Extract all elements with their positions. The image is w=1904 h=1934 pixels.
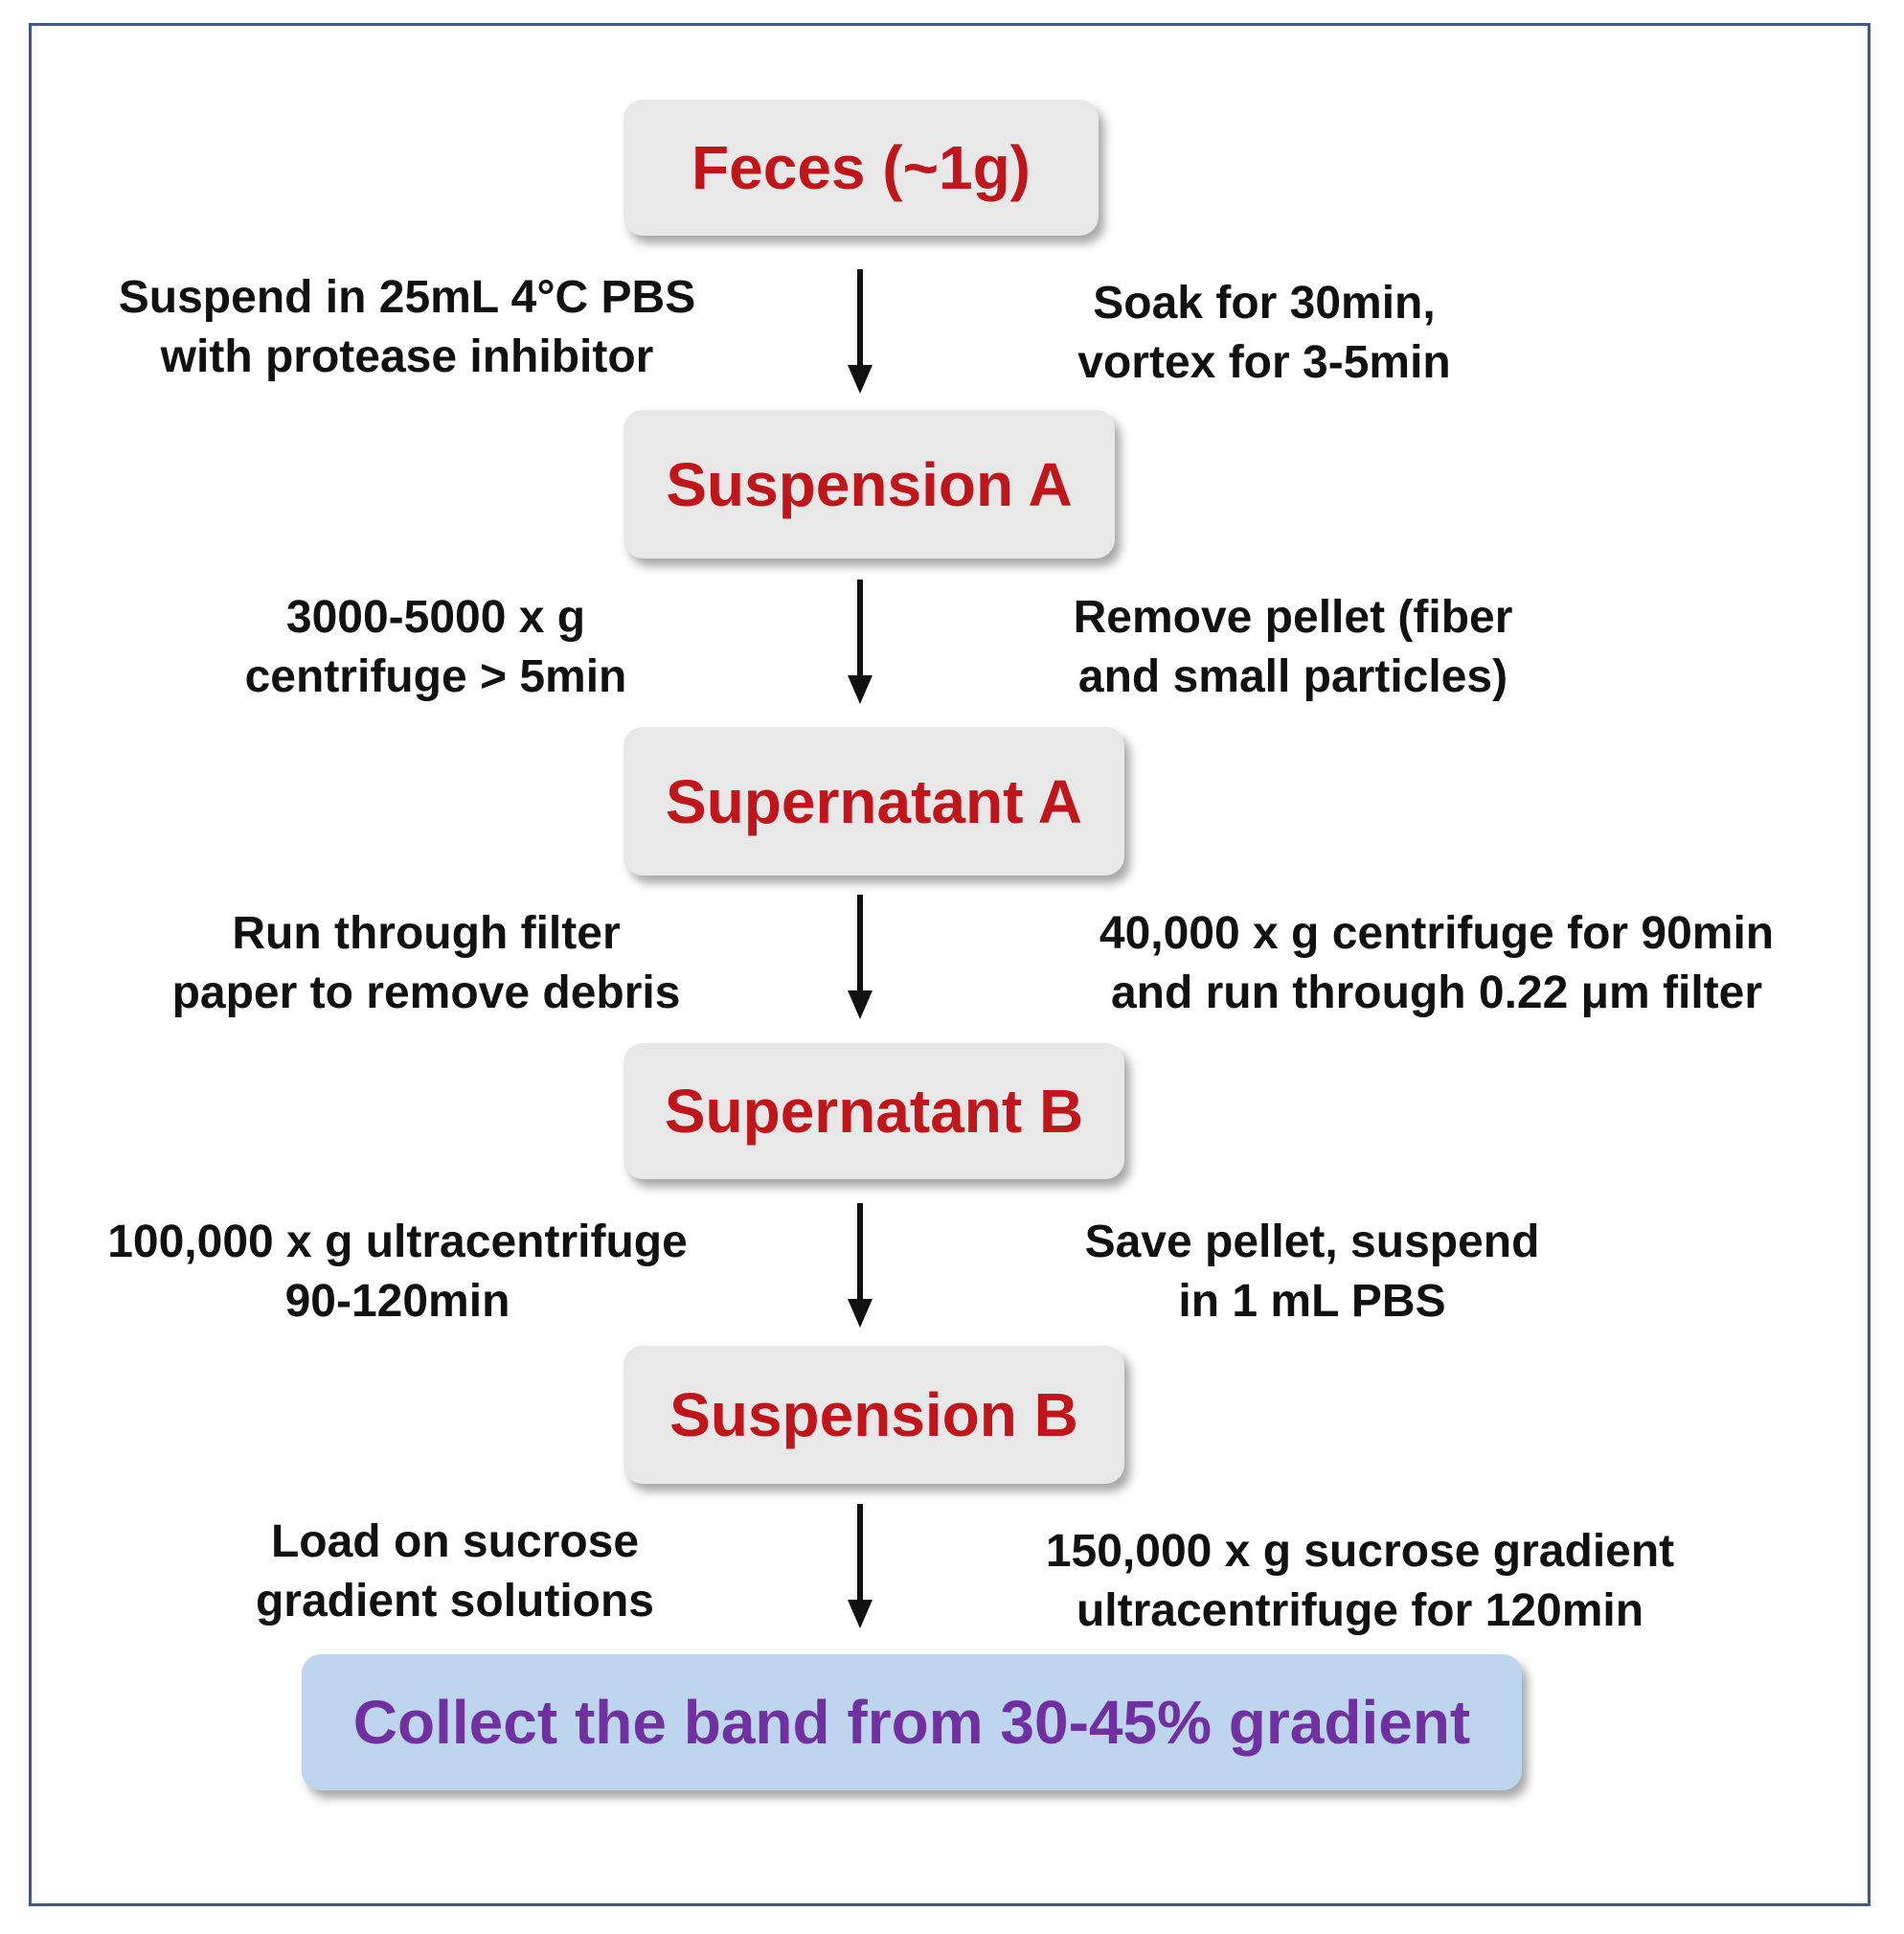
note-line: Soak for 30min,	[1093, 278, 1436, 329]
note-line: and run through 0.22 μm filter	[1110, 967, 1763, 1018]
step-1-left-note: Suspend in 25mL 4°C PBS with protease in…	[57, 268, 757, 387]
step-2-left-note: 3000-5000 x g centrifuge > 5min	[172, 588, 699, 707]
step-3-left-note: Run through filter paper to remove debri…	[105, 904, 747, 1023]
final-step-box: Collect the band from 30-45% gradient	[302, 1654, 1522, 1790]
step-4-left-note: 100,000 x g ultracentrifuge 90-120min	[57, 1213, 737, 1331]
note-line: 100,000 x g ultracentrifuge	[107, 1217, 688, 1267]
note-line: with protease inhibitor	[160, 331, 654, 382]
stage-supernatant-a: Supernatant A	[623, 727, 1124, 876]
note-line: Remove pellet (fiber	[1073, 592, 1513, 643]
stage-label: Supernatant A	[666, 766, 1082, 836]
step-1-right-note: Soak for 30min, vortex for 3-5min	[1006, 274, 1523, 393]
note-line: paper to remove debris	[171, 967, 681, 1018]
note-line: Suspend in 25mL 4°C PBS	[118, 272, 696, 323]
stage-supernatant-b: Supernatant B	[623, 1043, 1124, 1179]
stage-suspension-b: Suspension B	[623, 1346, 1124, 1484]
note-line: in 1 mL PBS	[1178, 1276, 1446, 1327]
down-arrow-icon	[848, 895, 873, 1019]
down-arrow-icon	[848, 1203, 873, 1328]
note-line: 90-120min	[284, 1276, 510, 1327]
stage-suspension-a: Suspension A	[623, 410, 1115, 558]
diagram-frame	[29, 23, 1870, 1906]
note-line: ultracentrifuge for 120min	[1076, 1585, 1644, 1636]
stage-label: Feces (~1g)	[691, 133, 1031, 202]
stage-label: Suspension A	[666, 449, 1073, 519]
note-line: gradient solutions	[255, 1576, 654, 1627]
note-line: 3000-5000 x g	[285, 592, 586, 643]
note-line: Save pellet, suspend	[1084, 1217, 1540, 1267]
stage-label: Supernatant B	[664, 1077, 1084, 1146]
step-5-left-note: Load on sucrose gradient solutions	[172, 1513, 737, 1631]
down-arrow-icon	[848, 1504, 873, 1628]
note-line: Run through filter	[232, 908, 621, 959]
step-4-right-note: Save pellet, suspend in 1 mL PBS	[1015, 1213, 1609, 1331]
note-line: vortex for 3-5min	[1077, 337, 1451, 388]
note-line: Load on sucrose	[270, 1516, 640, 1567]
step-3-right-note: 40,000 x g centrifuge for 90min and run …	[1015, 904, 1858, 1023]
note-line: and small particles)	[1077, 651, 1508, 702]
down-arrow-icon	[848, 269, 873, 394]
stage-label: Suspension B	[669, 1380, 1078, 1449]
note-line: 150,000 x g sucrose gradient	[1045, 1526, 1675, 1577]
step-2-right-note: Remove pellet (fiber and small particles…	[996, 588, 1590, 707]
down-arrow-icon	[848, 580, 873, 704]
stage-feces: Feces (~1g)	[623, 100, 1099, 236]
note-line: centrifuge > 5min	[244, 651, 627, 702]
final-step-label: Collect the band from 30-45% gradient	[352, 1688, 1471, 1757]
step-5-right-note: 150,000 x g sucrose gradient ultracentri…	[986, 1522, 1734, 1641]
note-line: 40,000 x g centrifuge for 90min	[1099, 908, 1775, 959]
